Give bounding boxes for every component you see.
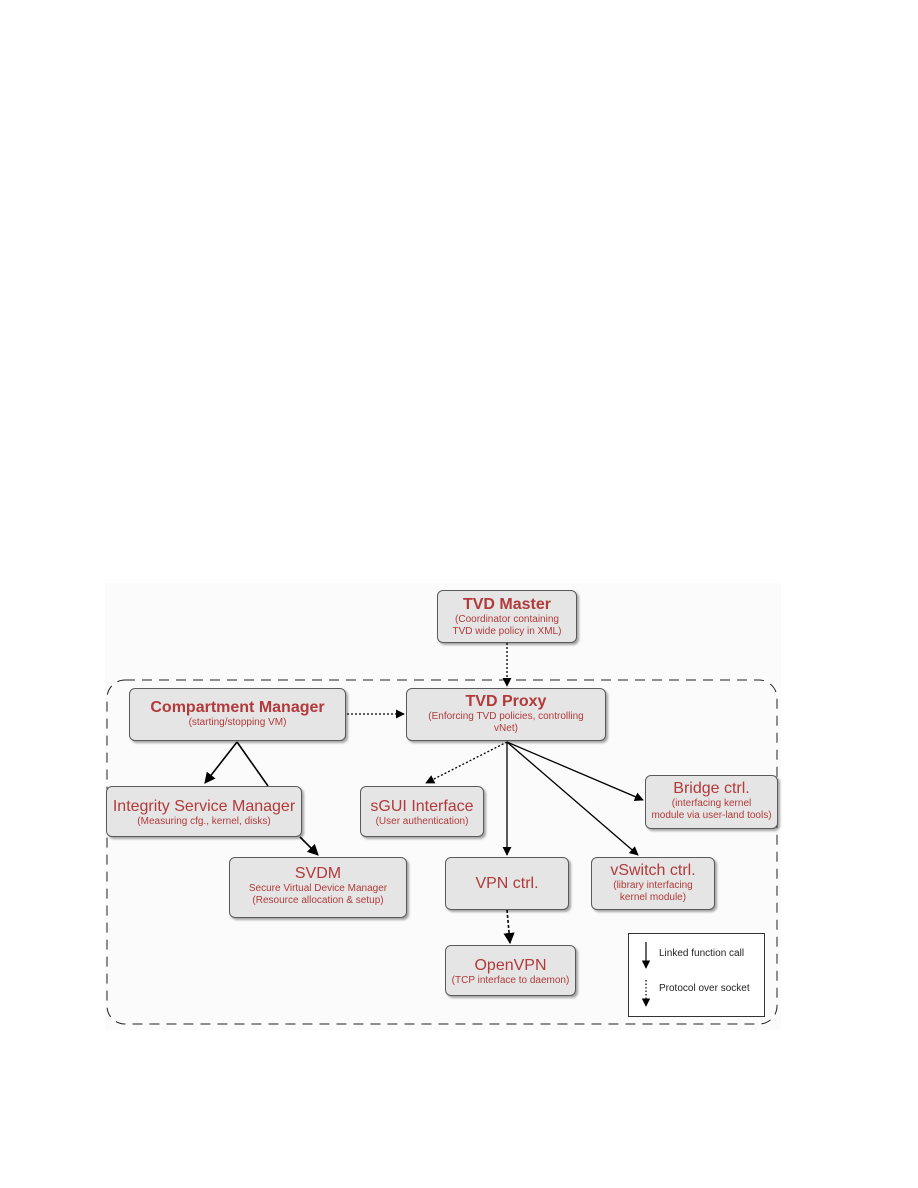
node-title: Compartment Manager	[150, 699, 325, 716]
node-subtitle-line: (starting/stopping VM)	[188, 717, 287, 728]
node-title: Bridge ctrl.	[673, 780, 750, 797]
node-vswitch-ctrl: vSwitch ctrl. (library interfacing kerne…	[591, 857, 715, 910]
edge-vpn-ctrl-to-openvpn	[503, 909, 515, 945]
node-subtitle-line: kernel module)	[619, 892, 687, 903]
legend-solid-label: Linked function call	[659, 948, 745, 959]
edge-tvd-proxy-to-bridge-ctrl	[506, 741, 644, 801]
node-subtitle-line: (TCP interface to daemon)	[451, 975, 570, 986]
node-title: Integrity Service Manager	[112, 798, 296, 815]
node-title: VPN ctrl.	[475, 875, 539, 892]
node-vpn-ctrl: VPN ctrl.	[445, 857, 569, 910]
node-compartment-manager: Compartment Manager (starting/stopping V…	[129, 688, 346, 741]
edge-tvd-proxy-to-vswitch-ctrl	[506, 741, 639, 856]
node-title: OpenVPN	[474, 957, 547, 974]
node-openvpn: OpenVPN (TCP interface to daemon)	[445, 945, 576, 996]
node-subtitle-line: TVD wide policy in XML)	[452, 626, 562, 637]
node-title: sGUI Interface	[370, 798, 474, 815]
node-subtitle-line: (interfacing kernel	[671, 798, 752, 809]
node-subtitle-line: vNet)	[494, 723, 518, 734]
node-subtitle-line: module via user-land tools)	[651, 810, 772, 821]
legend-symbols	[641, 942, 651, 1007]
edge-compartment-manager-to-svdm-b	[299, 836, 319, 856]
tvd-boundary	[106, 679, 778, 1025]
edge-compartment-manager-to-integrity-service-manager	[204, 741, 238, 784]
node-subtitle-line: (library interfacing	[613, 880, 693, 891]
edge-tvd-proxy-to-sgui-interface	[425, 741, 508, 784]
node-title: vSwitch ctrl.	[610, 862, 696, 879]
node-subtitle-line: (Resource allocation & setup)	[252, 895, 384, 906]
edge-compartment-manager-to-svdm-a	[236, 741, 269, 787]
node-subtitle-line: (User authentication)	[375, 816, 469, 827]
legend: Linked function call Protocol over socke…	[628, 933, 765, 1017]
node-subtitle-line: (Enforcing TVD policies, controlling	[428, 711, 584, 722]
node-sgui-interface: sGUI Interface (User authentication)	[360, 786, 484, 837]
node-title: SVDM	[294, 865, 342, 882]
node-tvd-proxy: TVD Proxy (Enforcing TVD policies, contr…	[406, 688, 606, 741]
node-bridge-ctrl: Bridge ctrl. (interfacing kernel module …	[645, 775, 778, 829]
node-integrity-service-manager: Integrity Service Manager (Measuring cfg…	[106, 786, 302, 837]
node-svdm: SVDM Secure Virtual Device Manager (Reso…	[229, 857, 407, 918]
node-subtitle-line: (Coordinator containing	[455, 614, 559, 625]
node-title: TVD Master	[462, 596, 552, 613]
node-subtitle-line: (Measuring cfg., kernel, disks)	[137, 816, 271, 827]
node-tvd-master: TVD Master (Coordinator containing TVD w…	[437, 590, 577, 643]
node-title: TVD Proxy	[465, 693, 547, 710]
node-subtitle-line: Secure Virtual Device Manager	[248, 883, 388, 894]
legend-dotted-label: Protocol over socket	[659, 983, 750, 994]
